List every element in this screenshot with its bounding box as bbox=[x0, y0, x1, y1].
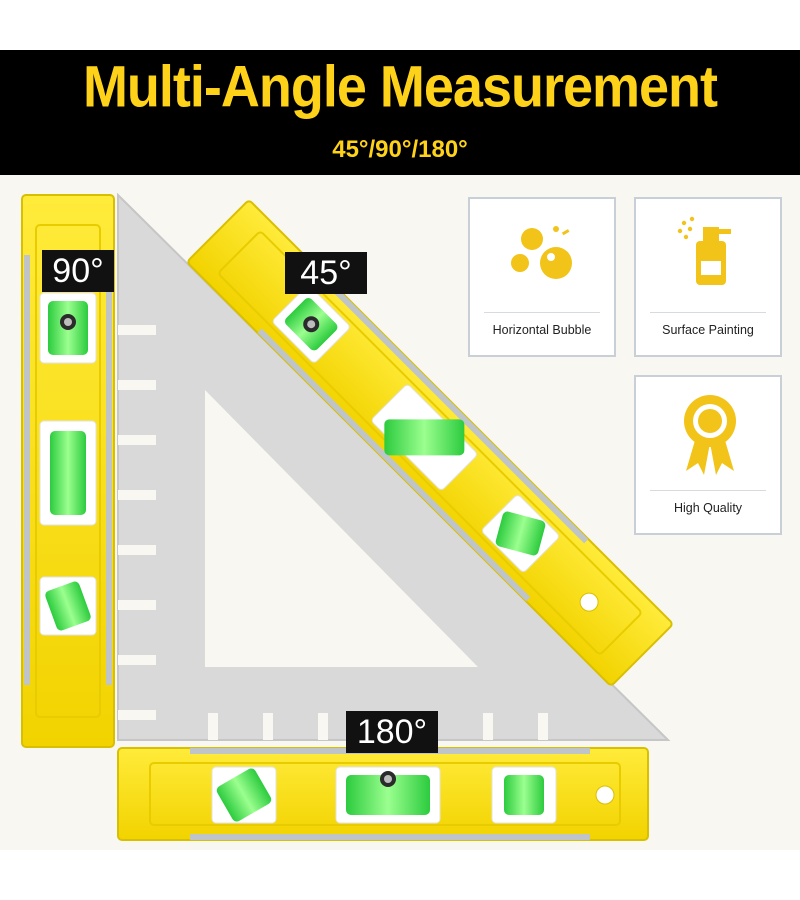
spray-bottle-icon bbox=[677, 216, 731, 285]
feature-divider bbox=[650, 490, 766, 491]
feature-card-surface-painting: Surface Painting bbox=[634, 197, 782, 357]
angle-label-180: 180° bbox=[346, 711, 438, 753]
title-banner: Multi-Angle Measurement 45°/90°/180° bbox=[0, 50, 800, 175]
angle-subtitle: 45°/90°/180° bbox=[332, 136, 468, 163]
angle-label-45: 45° bbox=[285, 252, 367, 294]
angle-label-90: 90° bbox=[42, 250, 114, 292]
feature-card-horizontal-bubble: Horizontal Bubble bbox=[468, 197, 616, 357]
product-illustration bbox=[21, 192, 673, 841]
feature-divider bbox=[484, 312, 600, 313]
bubbles-icon bbox=[511, 226, 572, 279]
feature-divider bbox=[650, 312, 766, 313]
vertical-level bbox=[21, 194, 115, 748]
feature-label: Horizontal Bubble bbox=[492, 323, 592, 337]
page-title: Multi-Angle Measurement bbox=[82, 54, 718, 120]
award-ribbon-icon bbox=[684, 395, 736, 475]
feature-card-high-quality: High Quality bbox=[634, 375, 782, 535]
diagonal-level bbox=[187, 200, 673, 686]
feature-label: High Quality bbox=[673, 501, 743, 515]
horizontal-level bbox=[117, 747, 649, 841]
feature-label: Surface Painting bbox=[662, 323, 754, 337]
product-stage: 90° 45° 180° Horizontal Bubble Surface bbox=[0, 175, 800, 850]
